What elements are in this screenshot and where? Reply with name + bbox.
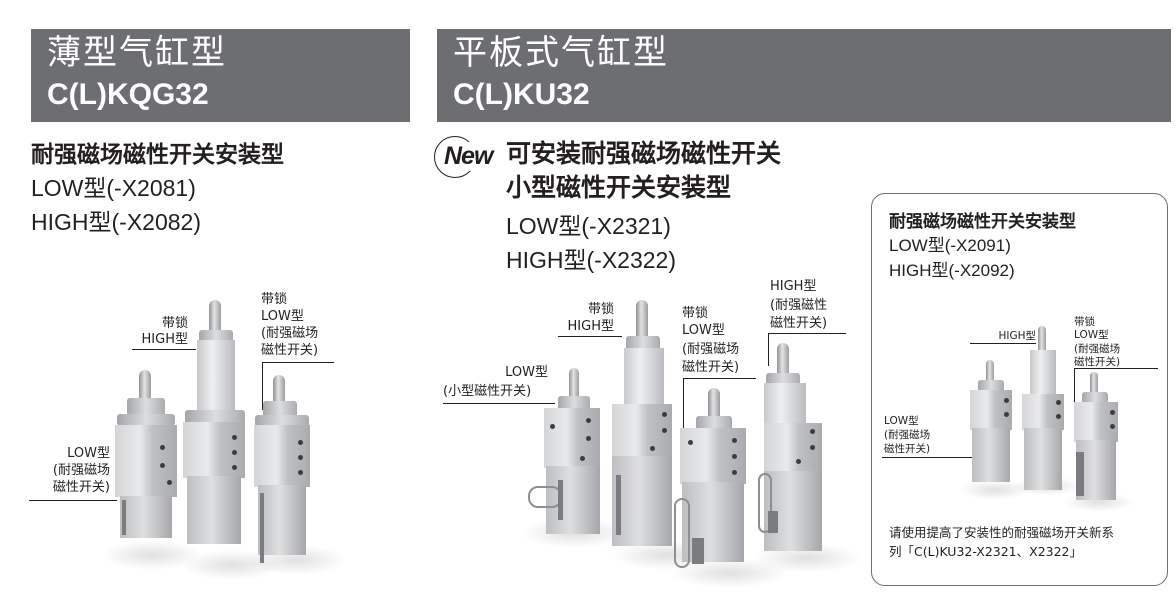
right-heading-line1: 可安装耐强磁场磁性开关 (506, 139, 782, 168)
callout-leader (1074, 368, 1158, 370)
callout-leader (1074, 368, 1076, 408)
panel-heading: 耐强磁场磁性开关安装型 (889, 212, 1076, 232)
new-label: New (444, 142, 495, 171)
callout-lock-low-l3: (耐强磁场 (261, 326, 319, 341)
callout-low-l2: (耐强磁场 (52, 463, 110, 478)
callout-lock-low-l3: (耐强磁场 (682, 342, 740, 357)
panel-callout-lock-low-l4: 磁性开关) (1074, 356, 1121, 368)
banner-title: 平板式气缸型 (453, 33, 669, 73)
note-line1: 请使用提高了安装性的耐强磁场开关新系 (889, 525, 1115, 540)
callout-leader (683, 378, 756, 380)
callout-high-l3: 磁性开关) (770, 316, 828, 331)
banner-model: C(L)KQG32 (47, 78, 209, 111)
callout-lock-low-l4: 磁性开关) (682, 360, 740, 375)
panel-callout-lock-low-l1: 带锁 (1074, 316, 1095, 328)
callout-leader (443, 403, 555, 405)
callout-lock-high-l1: 带锁 (587, 302, 614, 317)
callout-low-small-l2: (小型磁性开关) (443, 384, 532, 399)
callout-leader (683, 378, 685, 433)
info-panel (871, 193, 1168, 586)
banner-plate-cylinder: 平板式气缸型 C(L)KU32 (437, 29, 1171, 122)
note-line2: 列「C(L)KU32-X2321、X2322」 (889, 544, 1082, 559)
callout-leader (970, 343, 1036, 345)
callout-leader (29, 500, 117, 502)
left-variant-high: HIGH型(-X2082) (31, 209, 201, 235)
new-badge: New (434, 136, 502, 178)
callout-lock-low-l4: 磁性开关) (261, 343, 319, 358)
callout-leader (768, 333, 846, 335)
callout-lock-low-l1: 带锁 (682, 306, 709, 321)
callout-high-l2: (耐强磁性 (770, 298, 828, 313)
callout-lock-high-l2: HIGH型 (567, 319, 614, 334)
left-variant-low: LOW型(-X2081) (31, 175, 196, 201)
right-heading-line2: 小型磁性开关安装型 (506, 173, 732, 202)
callout-leader (262, 362, 264, 410)
callout-low-small-l1: LOW型 (505, 365, 548, 380)
banner-title: 薄型气缸型 (47, 33, 227, 73)
panel-callout-low-l2: (耐强磁场 (884, 429, 931, 441)
panel-callout-lock-low-l2: LOW型 (1074, 329, 1109, 341)
panel-callout-lock-low-l3: (耐强磁场 (1074, 343, 1121, 355)
callout-high-l1: HIGH型 (770, 279, 817, 294)
callout-low-l1: LOW型 (67, 446, 110, 461)
panel-note: 请使用提高了安装性的耐强磁场开关新系 列「C(L)KU32-X2321、X232… (889, 523, 1114, 561)
panel-variant-low: LOW型(-X2091) (889, 236, 1011, 255)
callout-lock-low-l2: LOW型 (682, 323, 725, 338)
callout-lock-low-l2: LOW型 (261, 309, 304, 324)
callout-leader (262, 362, 334, 364)
callout-leader (882, 457, 974, 459)
right-variant-high: HIGH型(-X2322) (506, 247, 676, 273)
left-heading: 耐强磁场磁性开关安装型 (31, 142, 284, 168)
panel-callout-low-l1: LOW型 (884, 415, 919, 427)
callout-low-l3: 磁性开关) (52, 480, 110, 495)
callout-lock-low-l1: 带锁 (261, 292, 288, 307)
callout-lock-high-l1: 带锁 (161, 316, 188, 331)
panel-callout-low-l3: 磁性开关) (884, 443, 931, 455)
banner-thin-cylinder: 薄型气缸型 C(L)KQG32 (31, 29, 410, 122)
right-variant-low: LOW型(-X2321) (506, 213, 671, 239)
panel-callout-high: HIGH型 (998, 330, 1036, 342)
callout-leader (768, 333, 770, 366)
callout-lock-high-l2: HIGH型 (141, 332, 188, 347)
banner-model: C(L)KU32 (453, 78, 590, 111)
callout-leader (558, 336, 622, 338)
panel-variant-high: HIGH型(-X2092) (889, 261, 1015, 280)
callout-leader (132, 349, 196, 351)
